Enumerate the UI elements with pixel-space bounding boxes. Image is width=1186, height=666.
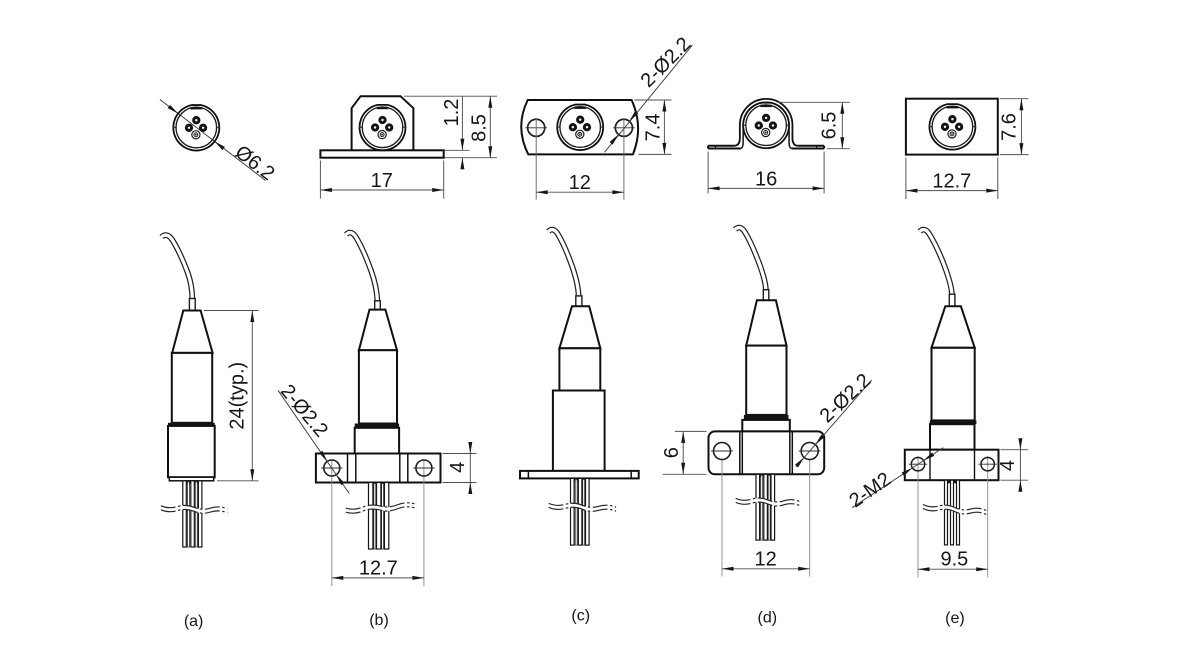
svg-text:24(typ.): 24(typ.) xyxy=(226,362,248,430)
svg-text:12.7: 12.7 xyxy=(359,557,398,579)
svg-text:6.5: 6.5 xyxy=(818,112,840,140)
svg-text:(d): (d) xyxy=(758,609,778,626)
svg-text:(a): (a) xyxy=(184,613,204,630)
svg-text:17: 17 xyxy=(371,170,393,192)
svg-text:12.7: 12.7 xyxy=(932,171,971,193)
svg-text:8.5: 8.5 xyxy=(468,114,490,142)
svg-text:(e): (e) xyxy=(945,610,965,627)
svg-text:12: 12 xyxy=(569,172,591,194)
svg-text:(b): (b) xyxy=(369,612,389,629)
svg-text:9.5: 9.5 xyxy=(940,549,968,571)
svg-text:7.6: 7.6 xyxy=(998,113,1020,141)
svg-text:12: 12 xyxy=(754,548,776,570)
svg-text:4: 4 xyxy=(997,460,1019,471)
svg-text:1.2: 1.2 xyxy=(441,99,463,127)
svg-text:(c): (c) xyxy=(571,608,590,625)
svg-text:6: 6 xyxy=(661,447,683,458)
svg-text:7.4: 7.4 xyxy=(643,113,665,141)
svg-text:4: 4 xyxy=(447,462,469,473)
svg-text:16: 16 xyxy=(755,168,777,190)
